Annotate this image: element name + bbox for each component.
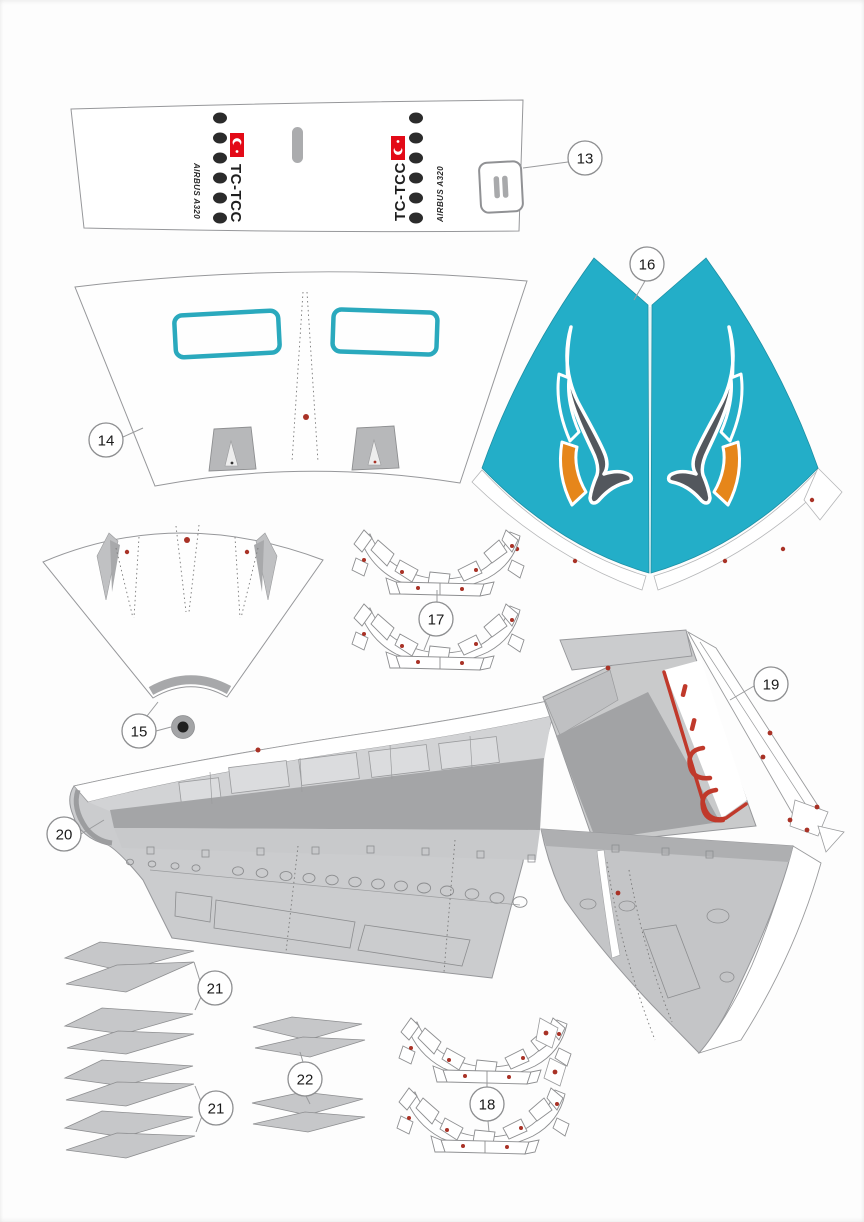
cabin-windows-right	[409, 112, 423, 224]
callout-22: 22	[287, 1061, 323, 1097]
spar-diamond	[65, 1132, 196, 1159]
spar-diamond	[65, 1081, 195, 1107]
wingtip-hook	[73, 789, 113, 846]
dark-wing-band	[110, 758, 544, 830]
spar-diamond	[254, 1036, 366, 1058]
door-outline-pill	[292, 127, 303, 163]
nose-gear-tabs	[208, 425, 400, 472]
callout-21b-label: 21	[208, 1101, 225, 1118]
part-14-cockpit-section	[74, 271, 528, 487]
callout-18-label: 18	[479, 1097, 496, 1114]
alignment-dots	[543, 665, 820, 1075]
callout-15: 15	[121, 713, 157, 749]
alignment-dot	[303, 414, 309, 420]
part-13-fuselage-band: TC-TCC AIRBUS A320 TC-TCC AIRBUS A320	[70, 99, 524, 233]
callout-14: 14	[88, 422, 124, 458]
spar-diamond	[63, 1110, 194, 1138]
callout-16: 16	[629, 246, 665, 282]
callout-15-label: 15	[131, 724, 148, 741]
part-17-former-strips	[351, 529, 525, 671]
spoiler-outlines	[174, 891, 471, 967]
callout-22-label: 22	[297, 1072, 314, 1089]
callout-leader-lines	[80, 161, 755, 1133]
aircraft-type-text-left: AIRBUS A320	[192, 162, 201, 219]
overwing-exit-icon	[478, 160, 524, 214]
part-21-spars-group-b	[63, 1059, 196, 1159]
callout-13: 13	[567, 140, 603, 176]
glue-tab	[803, 467, 843, 521]
spar-diamond	[63, 1007, 194, 1035]
cockpit-window-right	[330, 307, 440, 357]
spar-diamond	[252, 1016, 363, 1041]
part-19-wing-piece	[535, 629, 845, 1087]
spar-diamond	[252, 1111, 366, 1133]
callout-17-label: 17	[428, 612, 445, 629]
fold-lines	[291, 291, 319, 463]
callout-18: 18	[469, 1086, 505, 1122]
cabin-windows-left	[213, 112, 227, 224]
door-squares-row	[146, 845, 536, 863]
glue-tab	[471, 469, 647, 591]
callouts: 13 14 15 16 17 18 19 20	[46, 140, 789, 1126]
part-20-wing-piece	[69, 698, 558, 979]
callout-14-label: 14	[98, 433, 115, 450]
elevator-slot	[596, 849, 621, 959]
spar-diamond	[65, 961, 195, 993]
aircraft-type-text-right: AIRBUS A320	[436, 166, 445, 223]
callout-20-label: 20	[56, 827, 73, 844]
spar-diamond	[63, 941, 195, 972]
callout-21b: 21	[198, 1090, 234, 1126]
callout-20: 20	[46, 816, 82, 852]
panel-lines	[149, 735, 521, 906]
cockpit-window-left	[172, 308, 282, 360]
dart-fold-lines	[115, 524, 259, 619]
corner-glue-tabs	[789, 799, 845, 853]
callout-21a: 21	[197, 970, 233, 1006]
flap-region-red-markings	[662, 660, 748, 823]
part-15-nose-cone	[42, 524, 324, 739]
part-16-tail-fin	[471, 257, 843, 591]
spar-diamond	[66, 1030, 195, 1055]
flap-fairing-panels	[178, 736, 500, 805]
nose-tip-disc	[171, 715, 195, 739]
gear-bay-circles-row	[126, 858, 528, 908]
turkish-flag-icon	[230, 133, 244, 157]
glue-tab	[653, 469, 829, 591]
spar-diamond	[251, 1091, 364, 1116]
callout-19: 19	[753, 666, 789, 702]
callout-19-label: 19	[763, 677, 780, 694]
callout-21a-label: 21	[207, 981, 224, 998]
panel-details	[579, 844, 735, 999]
callout-17: 17	[418, 601, 454, 637]
fold-lines	[606, 861, 673, 1041]
glue-band	[148, 675, 232, 695]
callout-13-label: 13	[577, 151, 594, 168]
part-21-spars-group-a	[63, 941, 195, 1055]
part-22-spars-group	[251, 1016, 366, 1133]
spar-diamond	[63, 1059, 194, 1087]
callout-16-label: 16	[639, 257, 656, 274]
turkish-flag-icon	[391, 136, 405, 160]
registration-text-right: TC-TCC	[392, 162, 409, 221]
registration-text-left: TC-TCC	[227, 164, 244, 223]
